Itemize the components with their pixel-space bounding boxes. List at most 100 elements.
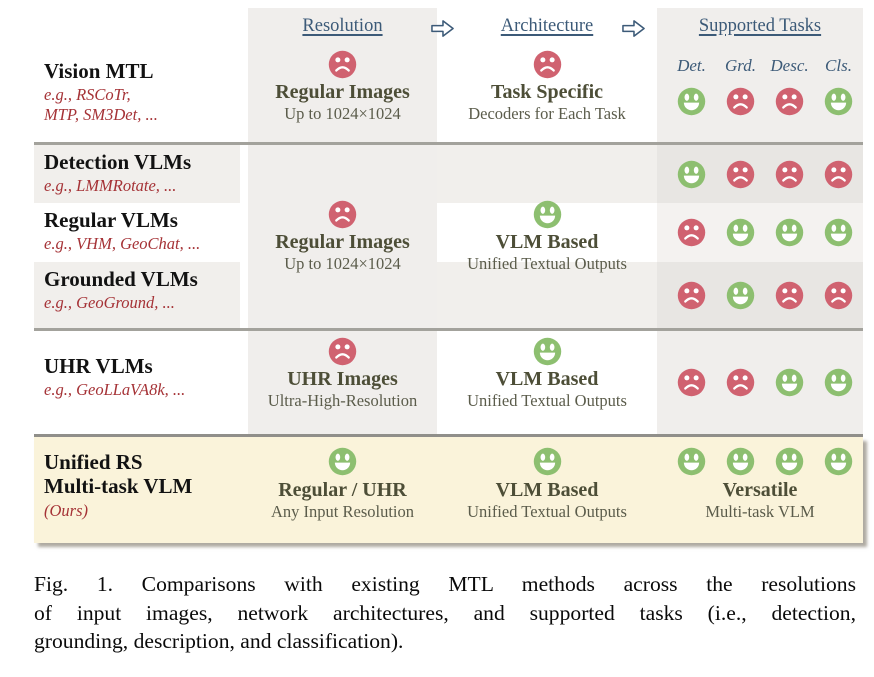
row-divider xyxy=(34,434,863,437)
architecture-title: VLM Based xyxy=(495,479,599,501)
sad-face-icon xyxy=(677,281,706,309)
task-subcolumn-label: Grd. xyxy=(724,56,756,75)
task-mood xyxy=(775,281,804,310)
method-examples: e.g., VHM, GeoChat, ... xyxy=(44,234,201,254)
method-name: Grounded VLMs xyxy=(44,267,198,291)
architecture-cell-vision-mtl: Task Specific Decoders for Each Task xyxy=(437,45,657,142)
resolution-cell-uhr-vlms: UHR Images Ultra-High-Resolution xyxy=(248,331,437,434)
row-divider xyxy=(34,142,863,145)
method-examples: e.g., GeoGround, ... xyxy=(44,293,175,313)
happy-face-icon xyxy=(824,447,853,476)
sad-face-icon xyxy=(775,160,804,188)
architecture-cell-vlm-group: VLM Based Unified Textual Outputs xyxy=(437,145,657,328)
column-header-supported-tasks: Supported Tasks xyxy=(698,16,822,36)
method-row-uhr-vlms: UHR VLMs e.g., GeoLLaVA8k, ... xyxy=(34,331,240,434)
happy-face-icon xyxy=(726,281,755,309)
figure-caption: Fig. 1. Comparisons with existing MTL me… xyxy=(34,570,856,656)
tasks-cell-ours: Versatile Multi-task VLM xyxy=(657,437,863,543)
task-mood xyxy=(824,160,853,189)
architecture-subtitle: Unified Textual Outputs xyxy=(467,391,627,411)
task-mood xyxy=(677,368,706,397)
tasks-summary-title: Versatile xyxy=(722,479,798,501)
architecture-cell-ours: VLM Based Unified Textual Outputs xyxy=(437,437,657,543)
tasks-cell-detection-vlms xyxy=(657,145,863,203)
task-subcolumn-label: Desc. xyxy=(770,56,809,75)
gutter xyxy=(240,331,248,434)
happy-face-icon xyxy=(775,218,804,247)
column-header-resolution: Resolution xyxy=(302,16,383,36)
task-mood xyxy=(775,218,804,247)
method-row-grounded-vlms: Grounded VLMs e.g., GeoGround, ... xyxy=(34,262,240,328)
method-ours-tag: (Ours) xyxy=(44,500,88,520)
architecture-cell-uhr-vlms: VLM Based Unified Textual Outputs xyxy=(437,331,657,434)
architecture-subtitle: Decoders for Each Task xyxy=(468,104,626,124)
architecture-title: VLM Based xyxy=(495,230,599,253)
sad-face-icon xyxy=(824,281,853,309)
task-mood xyxy=(726,160,755,189)
happy-face-icon xyxy=(726,447,755,476)
task-mood-icons xyxy=(657,218,863,247)
task-mood-icons xyxy=(657,447,863,476)
method-examples: e.g., RSCoTr, MTP, SM3Det, ... xyxy=(44,85,158,125)
architecture-title: Task Specific xyxy=(490,81,604,103)
task-mood xyxy=(775,368,804,397)
task-mood xyxy=(726,281,755,310)
happy-face-icon xyxy=(533,337,561,366)
happy-face-icon xyxy=(533,447,561,476)
task-mood xyxy=(775,447,804,476)
column-header-tasks-cell: Supported Tasks xyxy=(657,8,863,45)
column-header-architecture-cell: Architecture xyxy=(437,8,657,45)
happy-face-icon xyxy=(328,447,357,476)
task-mood xyxy=(726,87,755,116)
sad-face-icon xyxy=(726,87,755,116)
sad-face-icon xyxy=(533,50,561,79)
method-name: Unified RS Multi-task VLM xyxy=(44,450,193,499)
resolution-mood xyxy=(328,447,357,476)
architecture-mood xyxy=(533,447,562,476)
happy-face-icon xyxy=(677,447,706,476)
resolution-mood xyxy=(328,200,357,229)
method-examples: e.g., GeoLLaVA8k, ... xyxy=(44,380,186,400)
sad-face-icon xyxy=(328,200,357,228)
task-mood xyxy=(677,218,706,247)
method-row-unified-rs: Unified RS Multi-task VLM (Ours) xyxy=(34,437,240,543)
sad-face-icon xyxy=(677,368,706,397)
method-row-vision-mtl: Vision MTL e.g., RSCoTr, MTP, SM3Det, ..… xyxy=(34,45,240,142)
header-gutter xyxy=(240,8,248,45)
resolution-title: Regular Images xyxy=(275,230,410,253)
task-mood xyxy=(726,368,755,397)
method-row-detection-vlms: Detection VLMs e.g., LMMRotate, ... xyxy=(34,145,240,203)
resolution-title: Regular / UHR xyxy=(278,479,407,501)
caption-line: Fig. 1. Comparisons with existing MTL me… xyxy=(34,572,856,596)
task-mood xyxy=(677,87,706,116)
arrow-right-icon xyxy=(622,19,645,38)
resolution-subtitle: Any Input Resolution xyxy=(271,502,414,522)
resolution-mood xyxy=(328,337,357,366)
architecture-subtitle: Unified Textual Outputs xyxy=(467,502,627,522)
sad-face-icon xyxy=(775,281,804,309)
happy-face-icon xyxy=(775,447,804,476)
gutter xyxy=(240,45,248,142)
task-subcolumn-label: Det. xyxy=(677,56,706,75)
resolution-cell-vision-mtl: Regular Images Up to 1024×1024 xyxy=(248,45,437,142)
sad-face-icon xyxy=(726,368,755,397)
architecture-subtitle: Unified Textual Outputs xyxy=(467,254,627,274)
happy-face-icon xyxy=(726,218,755,247)
task-mood xyxy=(726,218,755,247)
task-mood xyxy=(677,281,706,310)
sad-face-icon xyxy=(726,160,755,188)
task-mood xyxy=(824,281,853,310)
resolution-title: UHR Images xyxy=(287,368,398,390)
resolution-subtitle: Up to 1024×1024 xyxy=(284,104,401,124)
caption-line: grounding, description, and classificati… xyxy=(34,629,404,653)
method-row-regular-vlms: Regular VLMs e.g., VHM, GeoChat, ... xyxy=(34,203,240,262)
comparison-grid: Resolution Architecture Supported Tasks … xyxy=(34,8,863,543)
happy-face-icon xyxy=(824,218,853,247)
sad-face-icon xyxy=(775,87,804,116)
task-mood xyxy=(775,160,804,189)
task-mood-icons xyxy=(657,368,863,397)
happy-face-icon xyxy=(533,200,561,228)
resolution-cell-ours: Regular / UHR Any Input Resolution xyxy=(248,437,437,543)
sad-face-icon xyxy=(328,337,357,366)
architecture-mood xyxy=(533,337,562,366)
